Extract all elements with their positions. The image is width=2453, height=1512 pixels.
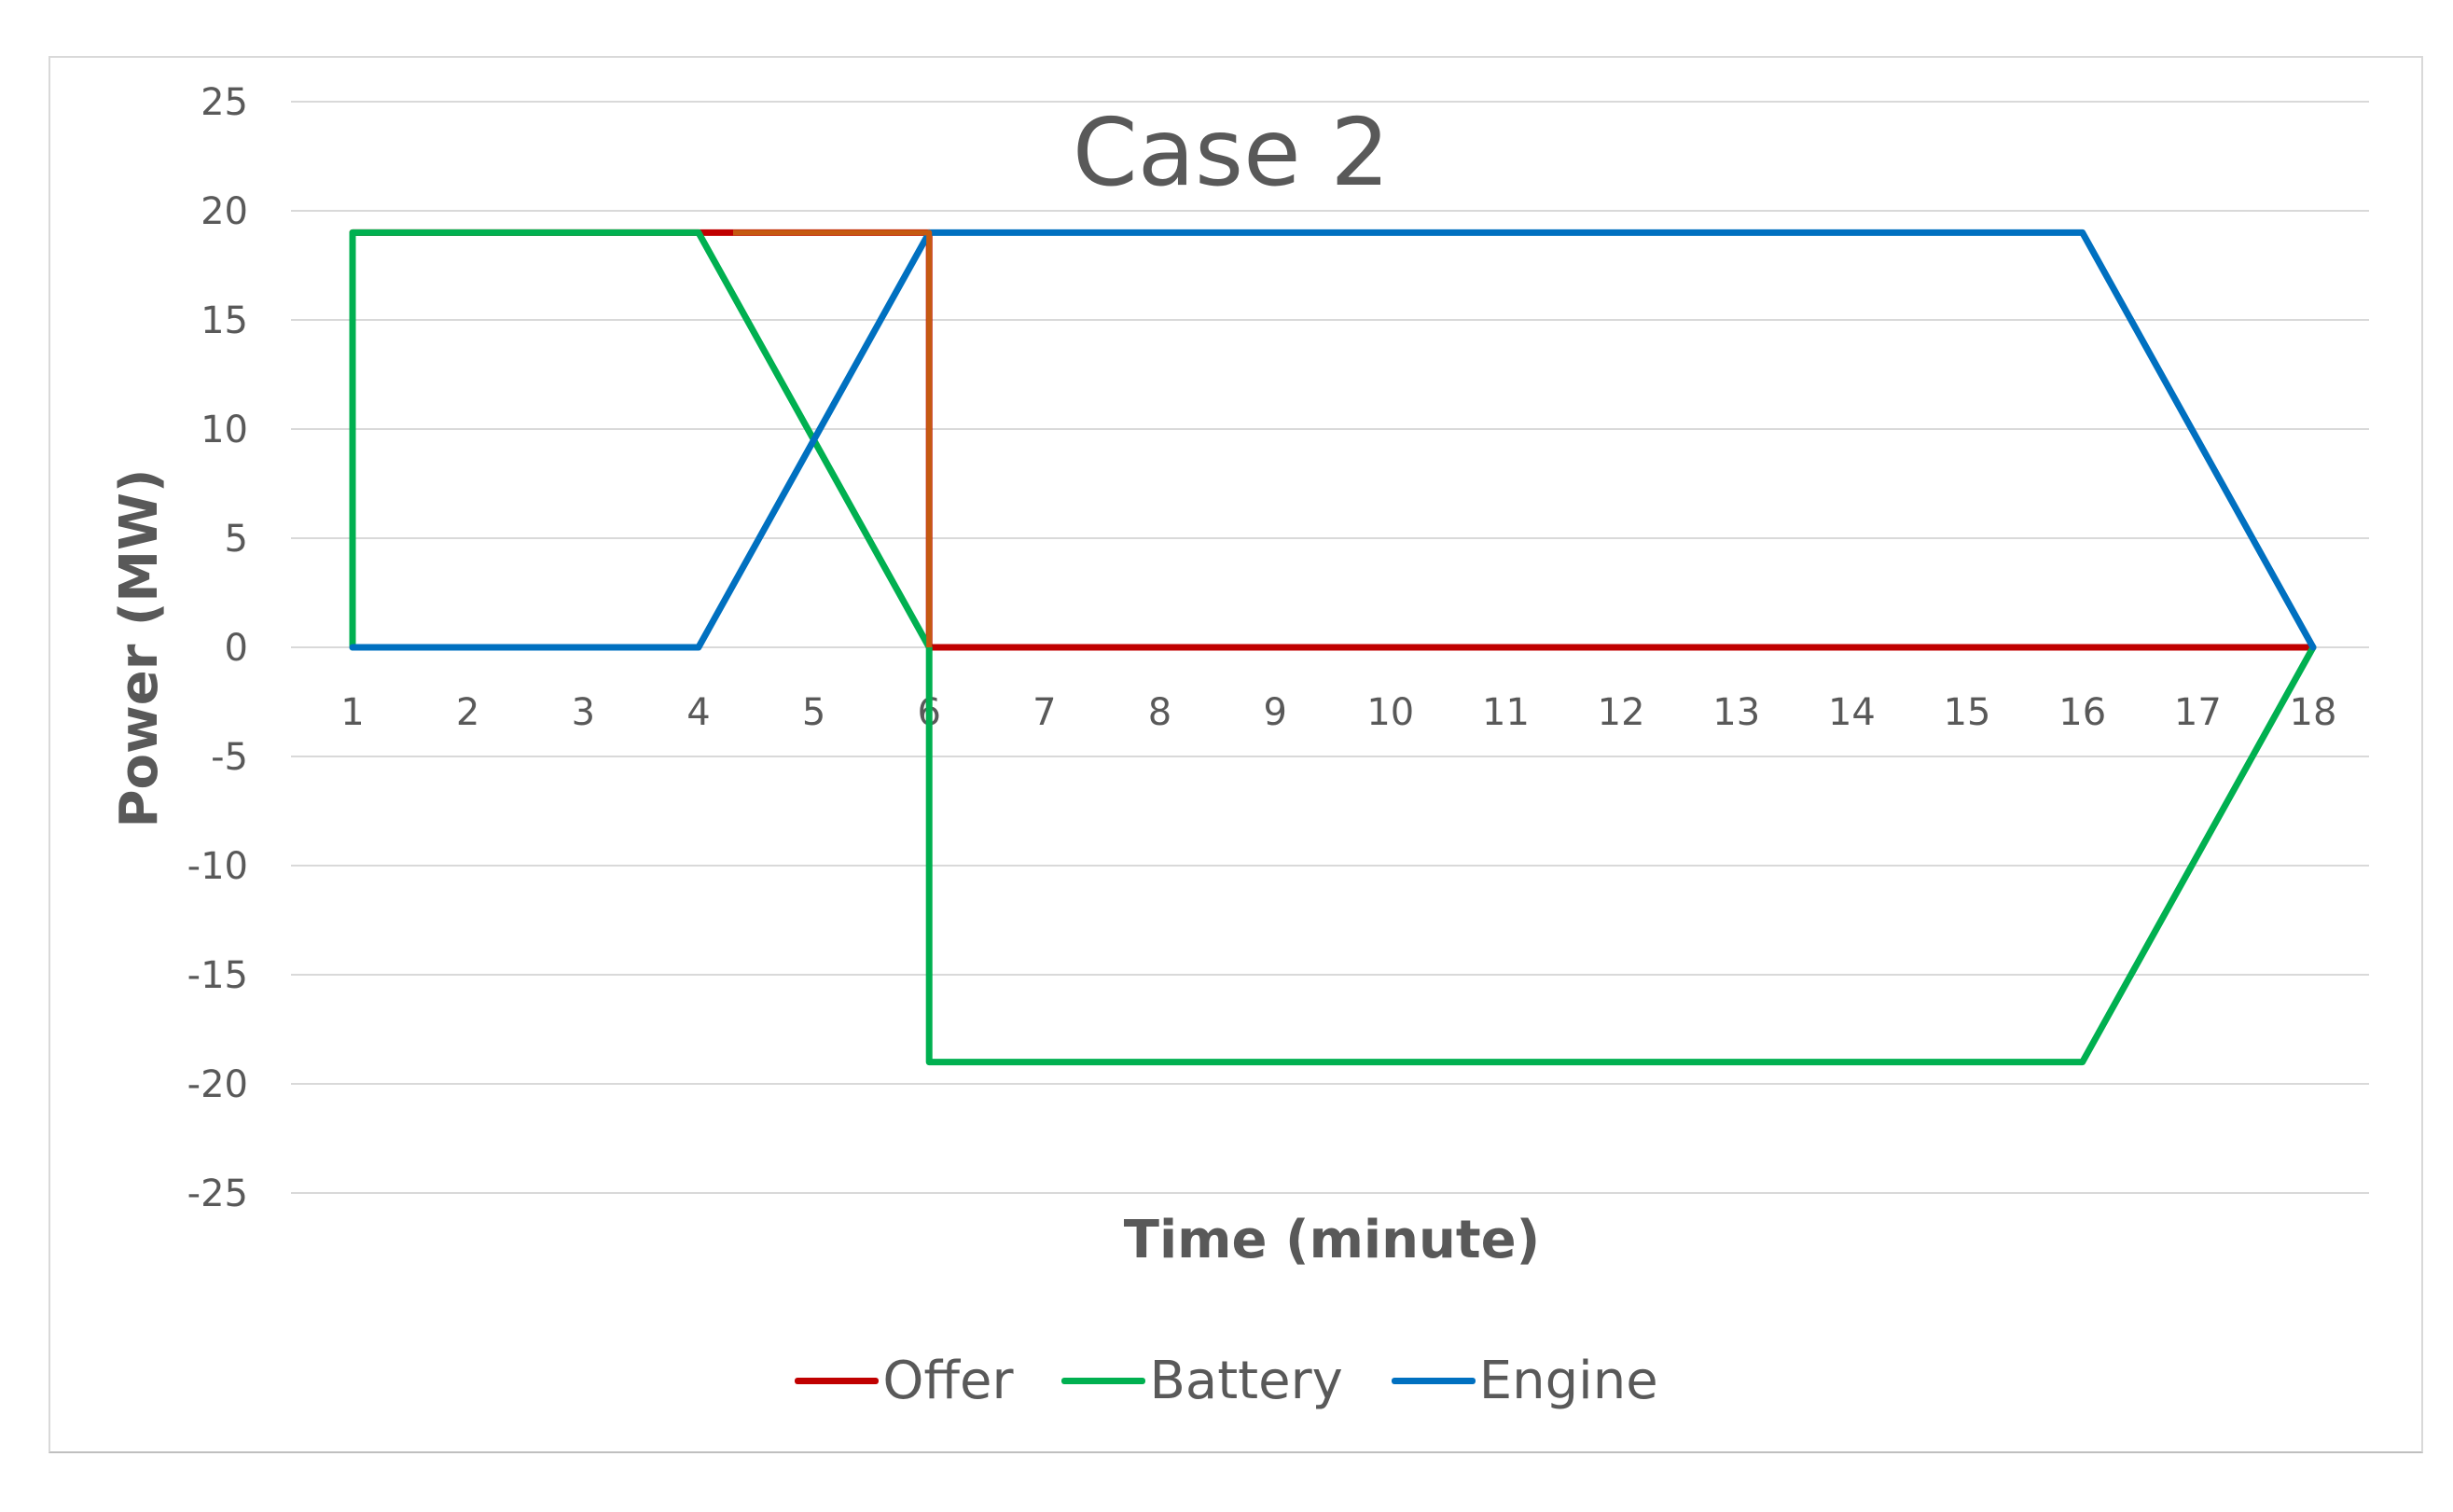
x-tick-label: 12 — [1598, 691, 1645, 734]
legend-swatch-engine — [1391, 1377, 1476, 1384]
x-axis-title: Time (minute) — [1124, 1210, 1540, 1270]
y-tick-label: -25 — [187, 1172, 248, 1215]
x-tick-label: 14 — [1828, 691, 1876, 734]
series-line-engine — [349, 229, 2317, 651]
y-tick-label: -15 — [187, 954, 248, 997]
y-tick-label: 20 — [201, 190, 248, 233]
x-tick-label: 15 — [1944, 691, 1991, 734]
y-tick-label: 15 — [201, 299, 248, 342]
legend-swatch-offer — [795, 1377, 880, 1384]
x-tick-label: 13 — [1712, 691, 1760, 734]
legend-item-offer: Offer — [795, 1351, 1013, 1411]
y-axis-title: Power (MW) — [109, 468, 170, 827]
x-tick-label: 2 — [456, 691, 479, 734]
legend-label-offer: Offer — [882, 1350, 1014, 1411]
chart-area — [49, 56, 2423, 1453]
legend-label-battery: Battery — [1149, 1350, 1343, 1411]
x-tick-label: 8 — [1148, 691, 1171, 734]
x-tick-label: 16 — [2058, 691, 2106, 734]
legend-swatch-battery — [1061, 1377, 1146, 1384]
legend-label-engine: Engine — [1478, 1350, 1658, 1411]
y-tick-label: 0 — [225, 627, 248, 670]
x-tick-label: 10 — [1366, 691, 1414, 734]
legend-item-battery: Battery — [1061, 1350, 1343, 1411]
x-tick-label: 9 — [1263, 691, 1286, 734]
y-tick-label: -10 — [187, 845, 248, 888]
x-tick-label: 11 — [1482, 691, 1530, 734]
y-tick-label: 10 — [201, 409, 248, 451]
legend: Offer Battery Engine — [0, 1343, 2453, 1418]
series-lines — [349, 229, 2317, 1066]
x-tick-label: 3 — [572, 691, 595, 734]
y-tick-label: 25 — [201, 81, 248, 124]
x-tick-label: 7 — [1032, 691, 1056, 734]
legend-item-engine: Engine — [1391, 1350, 1658, 1411]
y-tick-label: 5 — [225, 518, 248, 561]
x-tick-label: 1 — [340, 691, 364, 734]
overlap-segment-0 — [733, 229, 933, 647]
x-tick-label: 18 — [2290, 691, 2337, 734]
chart-title: Case 2 — [1073, 98, 1390, 207]
x-tick-label: 17 — [2174, 691, 2222, 734]
y-tick-label: -5 — [211, 736, 248, 779]
x-tick-label: 4 — [686, 691, 710, 734]
y-tick-label: -20 — [187, 1063, 248, 1106]
y-axis-ticks: 25 20 15 10 5 0 -5 -10 -15 -20 -25 — [187, 81, 248, 1215]
series-line-offer — [349, 229, 2317, 651]
x-tick-label: 5 — [802, 691, 825, 734]
